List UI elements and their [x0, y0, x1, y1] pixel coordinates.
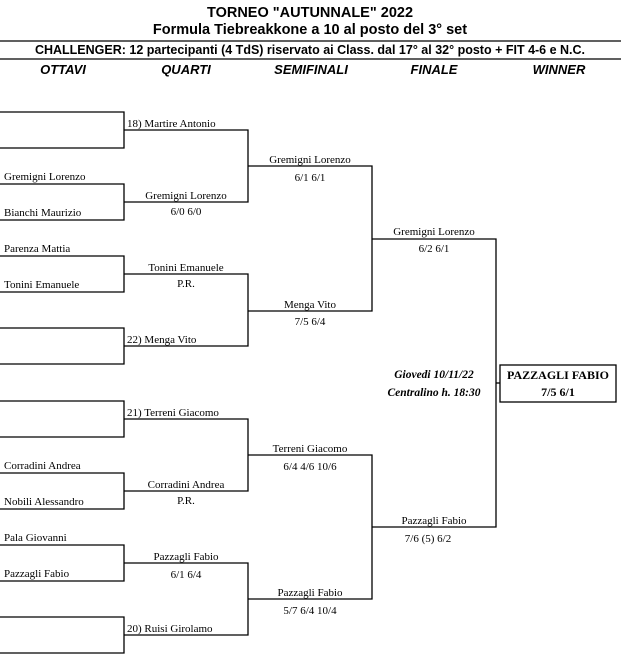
finale-score: 7/6 (5) 6/2: [405, 533, 451, 545]
quarti-player: Gremigni Lorenzo: [145, 190, 227, 202]
bracket-connector: [0, 616, 125, 654]
semifinali-player: Terreni Giacomo: [273, 443, 348, 455]
ottavi-player: Bianchi Maurizio: [4, 207, 82, 219]
semifinali-score: 6/1 6/1: [295, 172, 326, 184]
finale-player: Gremigni Lorenzo: [393, 226, 475, 238]
category-description: CHALLENGER: 12 partecipanti (4 TdS) rise…: [35, 43, 585, 57]
round-semifinali: Gremigni Lorenzo 6/1 6/1 Menga Vito 7/5 …: [248, 154, 373, 617]
bracket-connector: [124, 273, 249, 347]
semifinali-score: 5/7 6/4 10/4: [283, 605, 337, 617]
ottavi-player: Pazzagli Fabio: [4, 568, 70, 580]
quarti-player: 21) Terreni Giacomo: [127, 407, 219, 419]
winner-name: PAZZAGLI FABIO: [507, 368, 609, 382]
semifinali-player: Pazzagli Fabio: [277, 587, 343, 599]
bracket-connector: [0, 327, 125, 365]
finale-player: Pazzagli Fabio: [401, 515, 467, 527]
bracket-connector: [248, 165, 373, 312]
quarti-score: 6/1 6/4: [171, 569, 202, 581]
bracket-connector: [0, 400, 125, 438]
round-quarti: 18) Martire Antonio Gremigni Lorenzo 6/0…: [124, 118, 249, 636]
ottavi-player: Corradini Andrea: [4, 460, 81, 472]
quarti-score: 6/0 6/0: [171, 206, 202, 218]
finale-score: 6/2 6/1: [419, 243, 450, 255]
semifinali-score: 6/4 4/6 10/6: [283, 461, 337, 473]
ottavi-player: Nobili Alessandro: [4, 496, 84, 508]
winner-frame: [499, 364, 617, 403]
semifinali-score: 7/5 6/4: [295, 316, 326, 328]
semifinali-player: Gremigni Lorenzo: [269, 154, 351, 166]
quarti-player: 20) Ruisi Girolamo: [127, 623, 213, 635]
match-venue-time: Centralino h. 18:30: [388, 387, 481, 399]
bracket-connector: [372, 238, 497, 528]
ottavi-player: Pala Giovanni: [4, 532, 67, 544]
match-date: Giovedi 10/11/22: [394, 369, 474, 381]
quarti-player: Corradini Andrea: [148, 479, 225, 491]
quarti-score: P.R.: [177, 278, 195, 290]
column-title-quarti: QUARTI: [161, 62, 211, 77]
quarti-score: P.R.: [177, 495, 195, 507]
bracket-connector: [248, 454, 373, 600]
winner-score: 7/5 6/1: [541, 385, 575, 399]
round-finale: Gremigni Lorenzo 6/2 6/1 Pazzagli Fabio …: [372, 226, 500, 545]
quarti-player: Tonini Emanuele: [148, 262, 223, 274]
page-subtitle: Formula Tiebreakkone a 10 al posto del 3…: [153, 22, 467, 38]
ottavi-player: Gremigni Lorenzo: [4, 171, 86, 183]
semifinali-player: Menga Vito: [284, 299, 336, 311]
column-title-ottavi: OTTAVI: [40, 62, 86, 77]
ottavi-player: Tonini Emanuele: [4, 279, 79, 291]
winner-box: PAZZAGLI FABIO 7/5 6/1: [499, 364, 617, 403]
ottavi-player: Parenza Mattia: [4, 243, 70, 255]
column-title-finale: FINALE: [411, 62, 458, 77]
page-title: TORNEO "AUTUNNALE" 2022: [207, 5, 413, 21]
column-title-semifinali: SEMIFINALI: [274, 62, 348, 77]
round-ottavi: Gremigni Lorenzo Bianchi Maurizio Parenz…: [0, 111, 125, 654]
bracket-connector: [0, 111, 125, 149]
quarti-player: 18) Martire Antonio: [127, 118, 216, 130]
quarti-player: Pazzagli Fabio: [153, 551, 219, 563]
column-title-winner: WINNER: [533, 62, 586, 77]
quarti-player: 22) Menga Vito: [127, 334, 197, 346]
